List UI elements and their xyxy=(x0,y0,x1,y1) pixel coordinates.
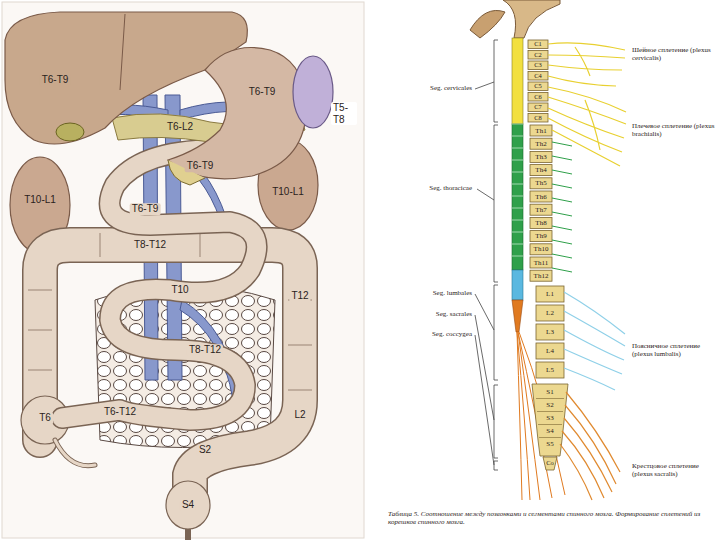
segment-group-label: Seg. lumbales xyxy=(433,289,472,297)
vertebra-label: Th7 xyxy=(535,206,546,214)
segment-group-label: Seg. cervicales xyxy=(430,84,472,92)
dermatome-label: L2 xyxy=(292,409,307,421)
plexus-label: Поясничное сплетение (plexus lumbalis) xyxy=(632,342,716,358)
vertebra-label: C1 xyxy=(534,41,542,48)
vertebra-label: C7 xyxy=(534,104,542,111)
dermatome-label: T6-T9 xyxy=(185,160,216,172)
dermatome-label: T8-T12 xyxy=(187,344,223,356)
plexus-label: Плечевое сплетение (plexus brachialis) xyxy=(632,122,716,138)
dermatome-label: T6 xyxy=(37,412,53,424)
vertebra-label: Th4 xyxy=(535,166,546,174)
vertebra-label: Th9 xyxy=(535,232,546,240)
dermatome-label: T10-L1 xyxy=(22,194,58,206)
small-intestine xyxy=(62,150,257,420)
vertebra-label: S1 xyxy=(546,388,553,396)
dermatome-label: T8-T12 xyxy=(132,239,168,251)
dermatome-label: T10 xyxy=(169,284,190,296)
skull-base xyxy=(470,10,505,38)
vertebra-label: Th8 xyxy=(535,219,546,227)
dermatome-label: T6-T9 xyxy=(40,74,71,86)
caption: Таблица 5. Соотношение между позвонками … xyxy=(388,510,714,526)
vertebra-label: S2 xyxy=(546,401,553,409)
panel xyxy=(2,2,364,538)
brain-stem xyxy=(503,0,560,38)
vertebra-label: Th3 xyxy=(535,153,546,161)
vertebra-label: L4 xyxy=(546,347,554,355)
anal-canal xyxy=(185,529,191,540)
dermatome-label: T6-T9 xyxy=(247,86,278,98)
vertebra-label: S4 xyxy=(546,427,553,435)
vertebra-label: C2 xyxy=(534,51,542,58)
vertebra-label: Th1 xyxy=(535,126,546,134)
colon xyxy=(28,233,312,505)
dermatome-label: T10-L1 xyxy=(270,186,306,198)
liver xyxy=(5,12,247,144)
vertebra-label: L5 xyxy=(546,366,554,374)
dermatome-label: T6-T9 xyxy=(130,203,161,215)
appendix xyxy=(55,440,95,466)
dermatome-label: T6-T12 xyxy=(102,406,138,418)
vertebra-label: Th12 xyxy=(534,272,549,280)
segment-group-label: Seg. coccygea xyxy=(432,330,472,338)
dermatome-label: T6-L2 xyxy=(165,121,195,133)
segment-group-label: Seg. thoracicae xyxy=(429,184,472,192)
vertebra-label: C3 xyxy=(534,62,542,69)
appendix xyxy=(55,440,95,466)
vertebra-label: L3 xyxy=(546,328,554,336)
vertebra-label: L1 xyxy=(546,290,554,298)
vertebra-label: Th10 xyxy=(534,245,549,253)
nerves xyxy=(548,43,626,500)
sacral-lines xyxy=(536,399,564,438)
plexus-label: Крестцовое сплетение (plexus sacralis) xyxy=(632,462,716,478)
gallbladder xyxy=(56,123,84,141)
dermatome-label: T5- T8 xyxy=(331,102,357,125)
vertebra-label: C5 xyxy=(534,83,542,90)
vertebra-label: L2 xyxy=(546,309,554,317)
dermatome-label: T12 xyxy=(289,290,310,302)
vertebra-label: Th11 xyxy=(534,258,549,266)
rectum xyxy=(166,481,210,529)
vertebrae xyxy=(528,40,568,470)
vertebra-label: C4 xyxy=(534,72,542,79)
segment-group-label: Seg. sacrales xyxy=(436,310,472,318)
vertebra-label: Co xyxy=(546,459,554,466)
vertebra-label: S5 xyxy=(546,440,553,448)
liver-ligament xyxy=(120,14,125,90)
segment-brackets xyxy=(475,40,498,470)
dermatome-label: S4 xyxy=(180,499,196,511)
vertebra-label: Th6 xyxy=(535,192,546,200)
dermatome-label: S2 xyxy=(197,444,213,456)
vertebra-label: C6 xyxy=(534,93,542,100)
plexus-label: Шейное сплетение (plexus cervicalis) xyxy=(632,46,716,62)
vertebra-label: S3 xyxy=(546,414,553,422)
stomach xyxy=(168,48,306,179)
vertebra-label: Th2 xyxy=(535,140,546,148)
vertebra-label: C8 xyxy=(534,114,542,121)
spleen xyxy=(293,56,333,128)
vertebra-label: Th5 xyxy=(535,179,546,187)
